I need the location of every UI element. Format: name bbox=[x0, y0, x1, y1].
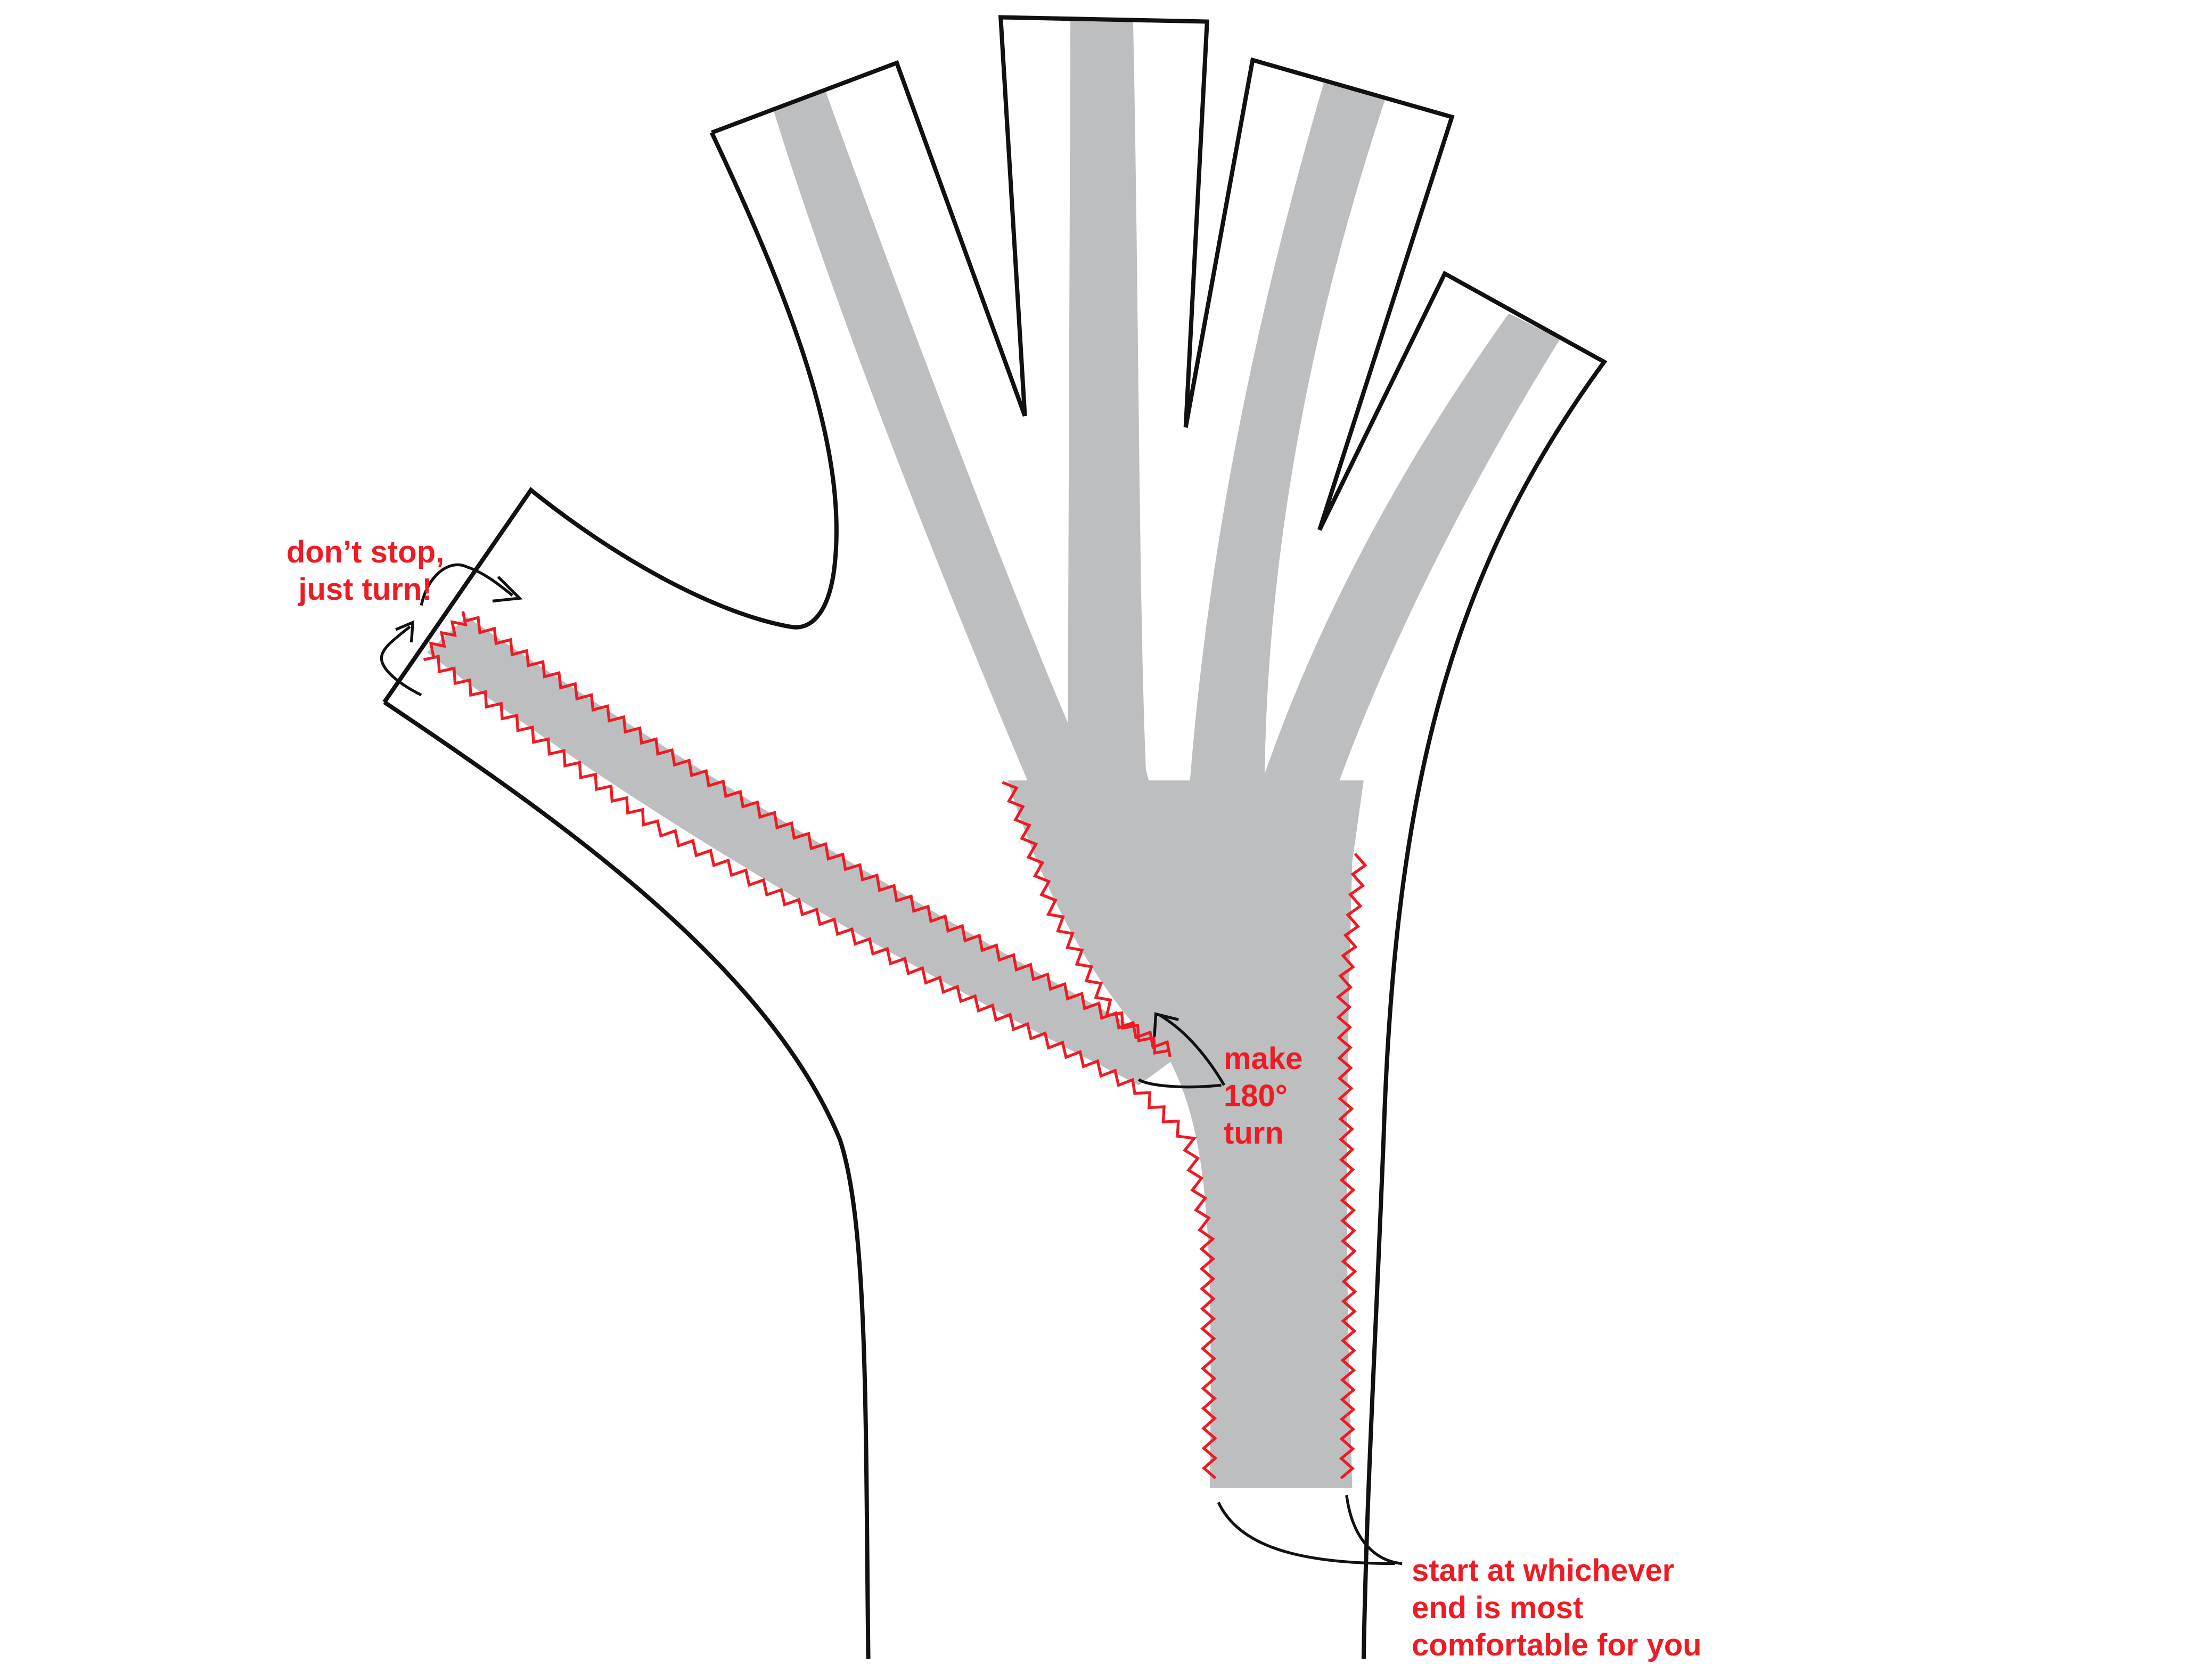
zigzag-stitches bbox=[423, 611, 1367, 1480]
turn-arrow-lower-head bbox=[395, 620, 415, 643]
make-turn-line-1: make bbox=[1224, 1041, 1303, 1076]
thumb-outline bbox=[382, 132, 839, 704]
make-turn-line-2: 180° bbox=[1224, 1079, 1288, 1113]
zigzag-thumb-lower bbox=[423, 655, 1218, 1480]
zigzag-thumb-upper bbox=[463, 616, 1171, 1057]
turn-180-arrow-head bbox=[1153, 1012, 1179, 1037]
start-pointer-left bbox=[1217, 1502, 1395, 1565]
dont-stop-note: don’t stop, just turn! bbox=[259, 534, 472, 608]
ring-finger-stabilizer bbox=[1181, 83, 1385, 997]
start-end-line-1: start at whichever bbox=[1412, 1553, 1675, 1588]
pinky-outline bbox=[1317, 271, 1608, 1659]
start-end-line-2: end is most bbox=[1412, 1590, 1584, 1625]
make-turn-note: make 180° turn bbox=[1224, 1040, 1341, 1152]
turn-arrow-lower bbox=[380, 625, 422, 697]
middle-finger-stabilizer bbox=[1067, 19, 1193, 940]
turn-arrow-upper bbox=[420, 563, 513, 606]
start-pointer-right bbox=[1345, 1495, 1403, 1565]
pinky-stabilizer bbox=[1210, 313, 1560, 997]
pointer-lines bbox=[380, 563, 1403, 1565]
start-end-line-3: comfortable for you bbox=[1412, 1628, 1702, 1662]
turn-arrow-upper-head bbox=[492, 576, 523, 603]
zigzag-palm-right bbox=[1336, 853, 1367, 1480]
middle-finger-outline bbox=[998, 15, 1210, 428]
ring-finger-outline bbox=[1183, 57, 1455, 531]
zigzag-palm-left bbox=[1002, 781, 1170, 1055]
thumb-stabilizer bbox=[427, 616, 1182, 1086]
make-turn-line-3: turn bbox=[1224, 1116, 1284, 1151]
glove-outline bbox=[382, 15, 1608, 1659]
zigzag-thumb-tip bbox=[429, 611, 468, 657]
stabilizer-strips bbox=[427, 19, 1560, 1488]
index-finger-outline bbox=[711, 60, 1027, 417]
turn-180-arrow bbox=[1137, 1014, 1226, 1089]
left-side-outline bbox=[383, 700, 871, 1659]
dont-stop-line-1: don’t stop, bbox=[286, 535, 445, 569]
dont-stop-line-2: just turn! bbox=[298, 572, 432, 607]
index-finger-stabilizer bbox=[773, 91, 1096, 940]
start-end-note: start at whichever end is most comfortab… bbox=[1412, 1552, 1784, 1664]
